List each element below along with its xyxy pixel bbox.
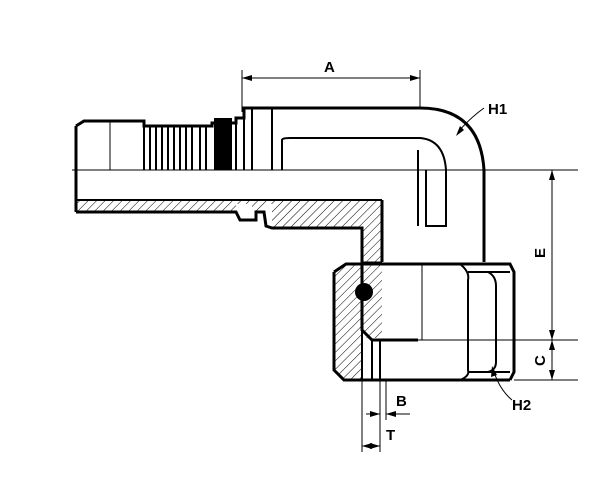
label-e: E — [532, 248, 549, 258]
label-h1: H1 — [488, 101, 507, 118]
leader-h1 — [456, 107, 485, 136]
dimension-e — [549, 170, 555, 340]
swivel-nut-hex — [372, 262, 516, 381]
label-h2: H2 — [512, 397, 531, 414]
seal-ball — [355, 283, 373, 301]
sectioned-body — [76, 199, 418, 342]
label-t: T — [386, 427, 395, 444]
swivel-nut-section — [332, 262, 510, 382]
dimension-c — [514, 340, 578, 381]
dimension-b — [366, 380, 410, 420]
label-a: A — [324, 59, 335, 76]
label-b: B — [396, 393, 407, 410]
dimension-t — [361, 380, 381, 452]
leader-h2 — [491, 366, 513, 401]
o-ring-black — [214, 118, 232, 170]
dimension-a — [241, 70, 421, 112]
label-c: C — [532, 355, 549, 366]
serrations — [109, 122, 207, 170]
hose-insert — [74, 106, 273, 212]
